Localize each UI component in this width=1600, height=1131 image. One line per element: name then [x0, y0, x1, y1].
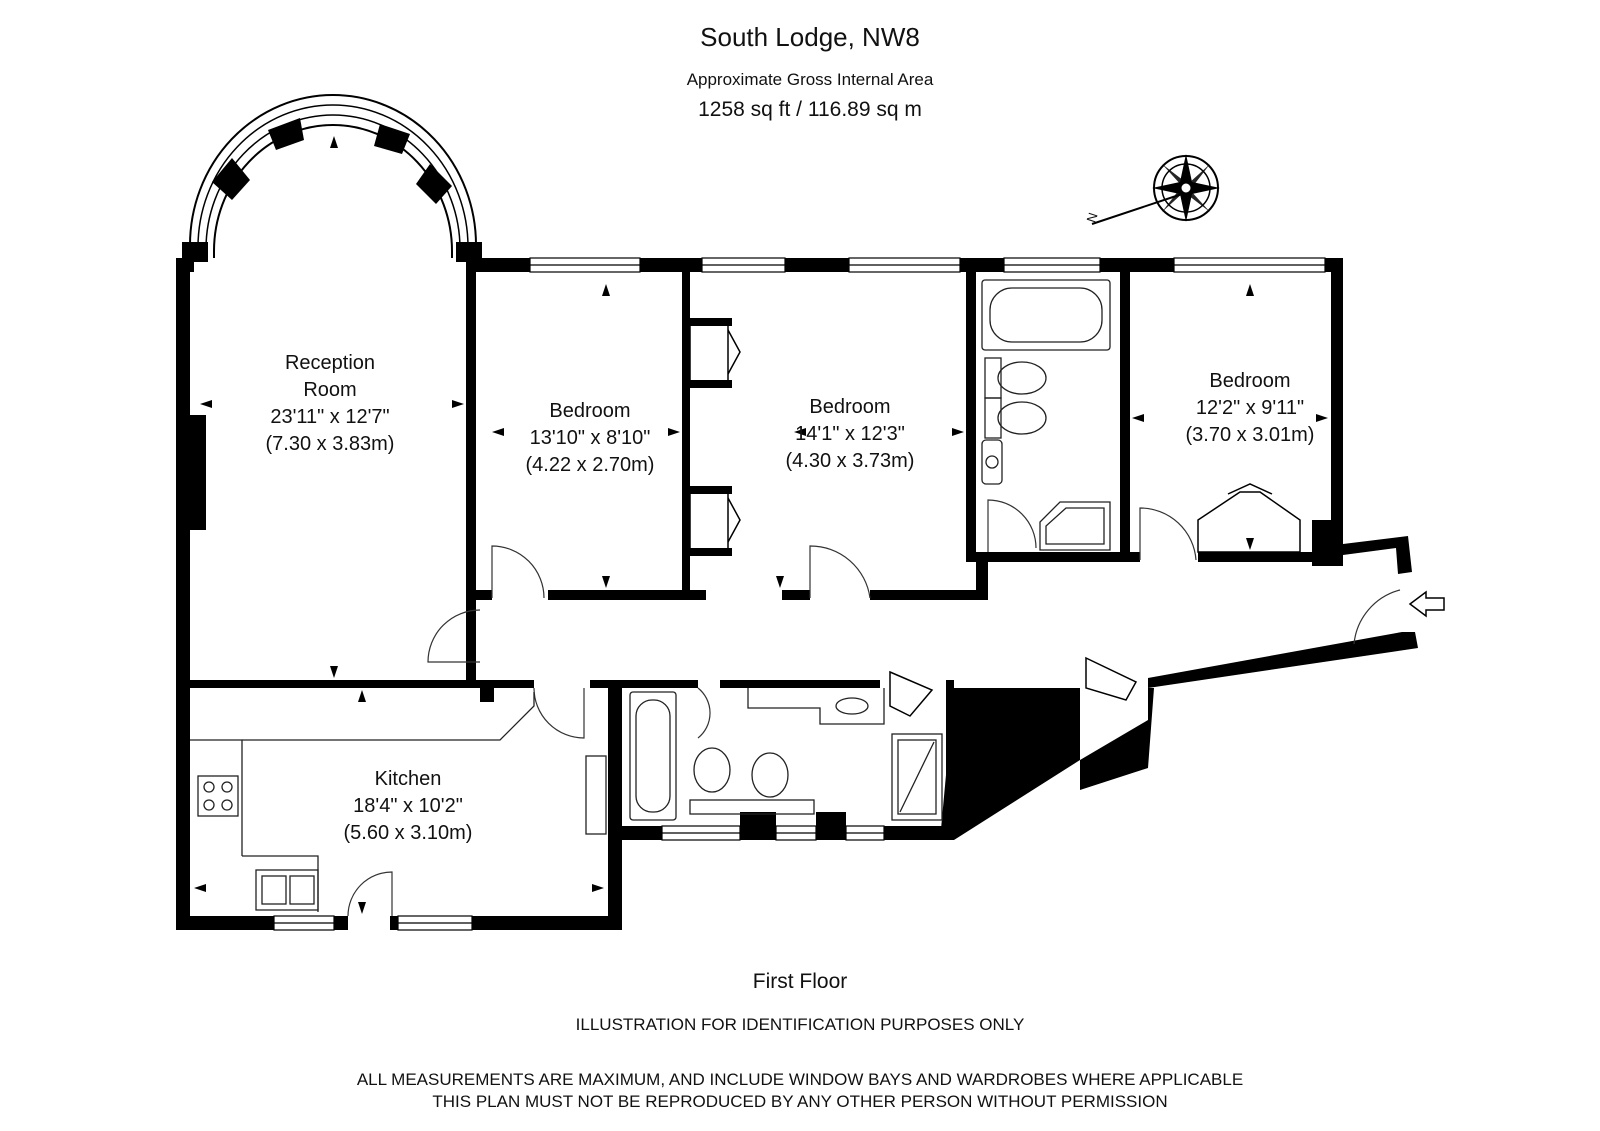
vanity: [689, 799, 815, 815]
door-swings: [347, 499, 1401, 917]
copyright-disclaimer: THIS PLAN MUST NOT BE REPRODUCED BY ANY …: [432, 1092, 1168, 1111]
measurement-disclaimer: ALL MEASUREMENTS ARE MAXIMUM, AND INCLUD…: [356, 1070, 1244, 1089]
reception-left-wall: [176, 258, 190, 680]
wardrobe-posts: [690, 318, 732, 556]
basin-lower: [835, 697, 869, 715]
wc-lower: [693, 747, 731, 793]
bedroom-partition-1: [682, 272, 690, 598]
bottom-windows: [273, 825, 885, 931]
walls: [176, 258, 1418, 930]
area-caption: Approximate Gross Internal Area: [686, 70, 934, 89]
room-label-reception: Reception Room 23'11" x 12'7" (7.30 x 3.…: [265, 352, 395, 455]
reception-kitchen-wall: [190, 680, 490, 688]
illustration-disclaimer: ILLUSTRATION FOR IDENTIFICATION PURPOSES…: [575, 1015, 1025, 1034]
room-label-bedroom-1: Bedroom 13'10" x 8'10" (4.22 x 2.70m): [525, 400, 655, 476]
reception-left-pier: [190, 415, 206, 530]
entrance-arrow-icon: [1408, 590, 1445, 618]
plan-title: South Lodge, NW8: [700, 22, 920, 52]
hob: [197, 775, 239, 817]
dimension-markers: [194, 136, 1328, 914]
bath-lower: [629, 691, 677, 821]
room-label-bedroom-3: Bedroom 12'2" x 9'11" (3.70 x 3.01m): [1185, 370, 1315, 446]
bedroom-partition-2: [966, 272, 976, 562]
sink: [255, 869, 319, 911]
top-windows: [529, 257, 1326, 273]
bay-piers: [182, 118, 482, 262]
reception-east-wall: [466, 258, 476, 688]
room-label-bedroom-2: Bedroom 14'1" x 12'3" (4.30 x 3.73m): [785, 396, 915, 472]
shower-lower: [891, 733, 943, 821]
bidet-lower: [751, 752, 789, 798]
bath-upper: [981, 279, 1111, 351]
east-wall: [1331, 258, 1343, 548]
bidet: [997, 401, 1047, 435]
lower-bathroom-fixtures: [629, 688, 943, 821]
kitchen-east-wall: [608, 680, 622, 930]
bath-partition: [1120, 272, 1130, 562]
structural-block: [940, 688, 1080, 840]
compass-rose-icon: [1091, 154, 1220, 225]
floor-label: First Floor: [752, 970, 848, 993]
kitchen-fittings: [190, 692, 607, 912]
area-value: 1258 sq ft / 116.89 sq m: [698, 98, 922, 121]
kitchen-unit: [585, 755, 607, 835]
basin-upper: [981, 439, 1003, 485]
room-label-kitchen: Kitchen 18'4" x 10'2" (5.60 x 3.10m): [343, 768, 473, 844]
upper-bathroom-fixtures: [981, 279, 1111, 551]
kitchen-west-wall: [176, 680, 190, 930]
shower-upper: [1039, 501, 1111, 551]
bay-window: [189, 94, 477, 258]
